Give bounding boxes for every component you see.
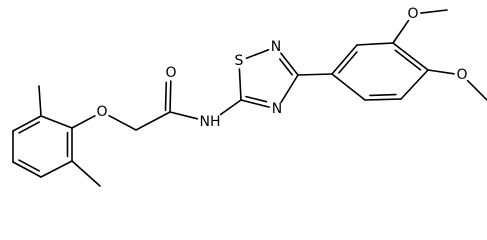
single-bond — [238, 68, 242, 101]
single-bond — [297, 73, 333, 76]
double-bond — [169, 80, 172, 113]
single-bond — [135, 111, 171, 131]
atom-label-methoxy-oxygen-4: O — [456, 67, 467, 83]
double-bond-inner — [18, 159, 41, 172]
double-bond — [240, 99, 271, 108]
single-bond — [71, 115, 96, 129]
double-bond-inner — [394, 49, 422, 71]
double-bond — [12, 161, 42, 178]
atom-label-amide-nitrogen: NH — [200, 114, 221, 130]
double-bond-inner — [245, 95, 268, 103]
single-bond — [356, 42, 394, 46]
double-bond — [12, 115, 42, 132]
double-bond-inner — [369, 93, 397, 97]
single-bond — [466, 79, 487, 101]
single-bond — [219, 99, 242, 116]
chemical-structure-diagram: O O NH S N N O O — [12, 6, 487, 187]
single-bond — [108, 114, 137, 131]
atom-labels: O O NH S N N O O — [96, 6, 467, 130]
bond-lines — [12, 9, 487, 187]
single-bond — [427, 69, 455, 75]
double-bond-inner — [278, 58, 293, 76]
single-bond — [245, 48, 270, 60]
single-bond — [392, 19, 410, 44]
atom-label-methoxy-oxygen-3: O — [407, 6, 418, 22]
single-bond — [331, 73, 366, 101]
single-bond — [40, 160, 73, 178]
single-bond — [40, 115, 73, 129]
double-bond-inner — [18, 121, 41, 134]
single-bond — [38, 85, 42, 117]
atom-label-thiadiazole-sulfur: S — [235, 53, 244, 69]
double-bond — [392, 42, 429, 71]
double-bond-inner — [164, 81, 168, 112]
single-bond — [169, 111, 199, 120]
single-bond — [280, 74, 299, 103]
double-bond-inner — [338, 51, 358, 74]
single-bond — [420, 9, 448, 14]
double-bond — [364, 98, 402, 101]
double-bond — [331, 44, 358, 75]
atom-label-carbonyl-oxygen: O — [165, 65, 176, 81]
single-bond — [400, 69, 429, 100]
atom-label-thiadiazole-n4: N — [272, 101, 282, 117]
atom-label-thiadiazole-n2: N — [271, 39, 281, 55]
atom-label-ether-oxygen: O — [96, 104, 107, 120]
double-bond — [280, 52, 299, 76]
single-bond — [71, 160, 101, 187]
